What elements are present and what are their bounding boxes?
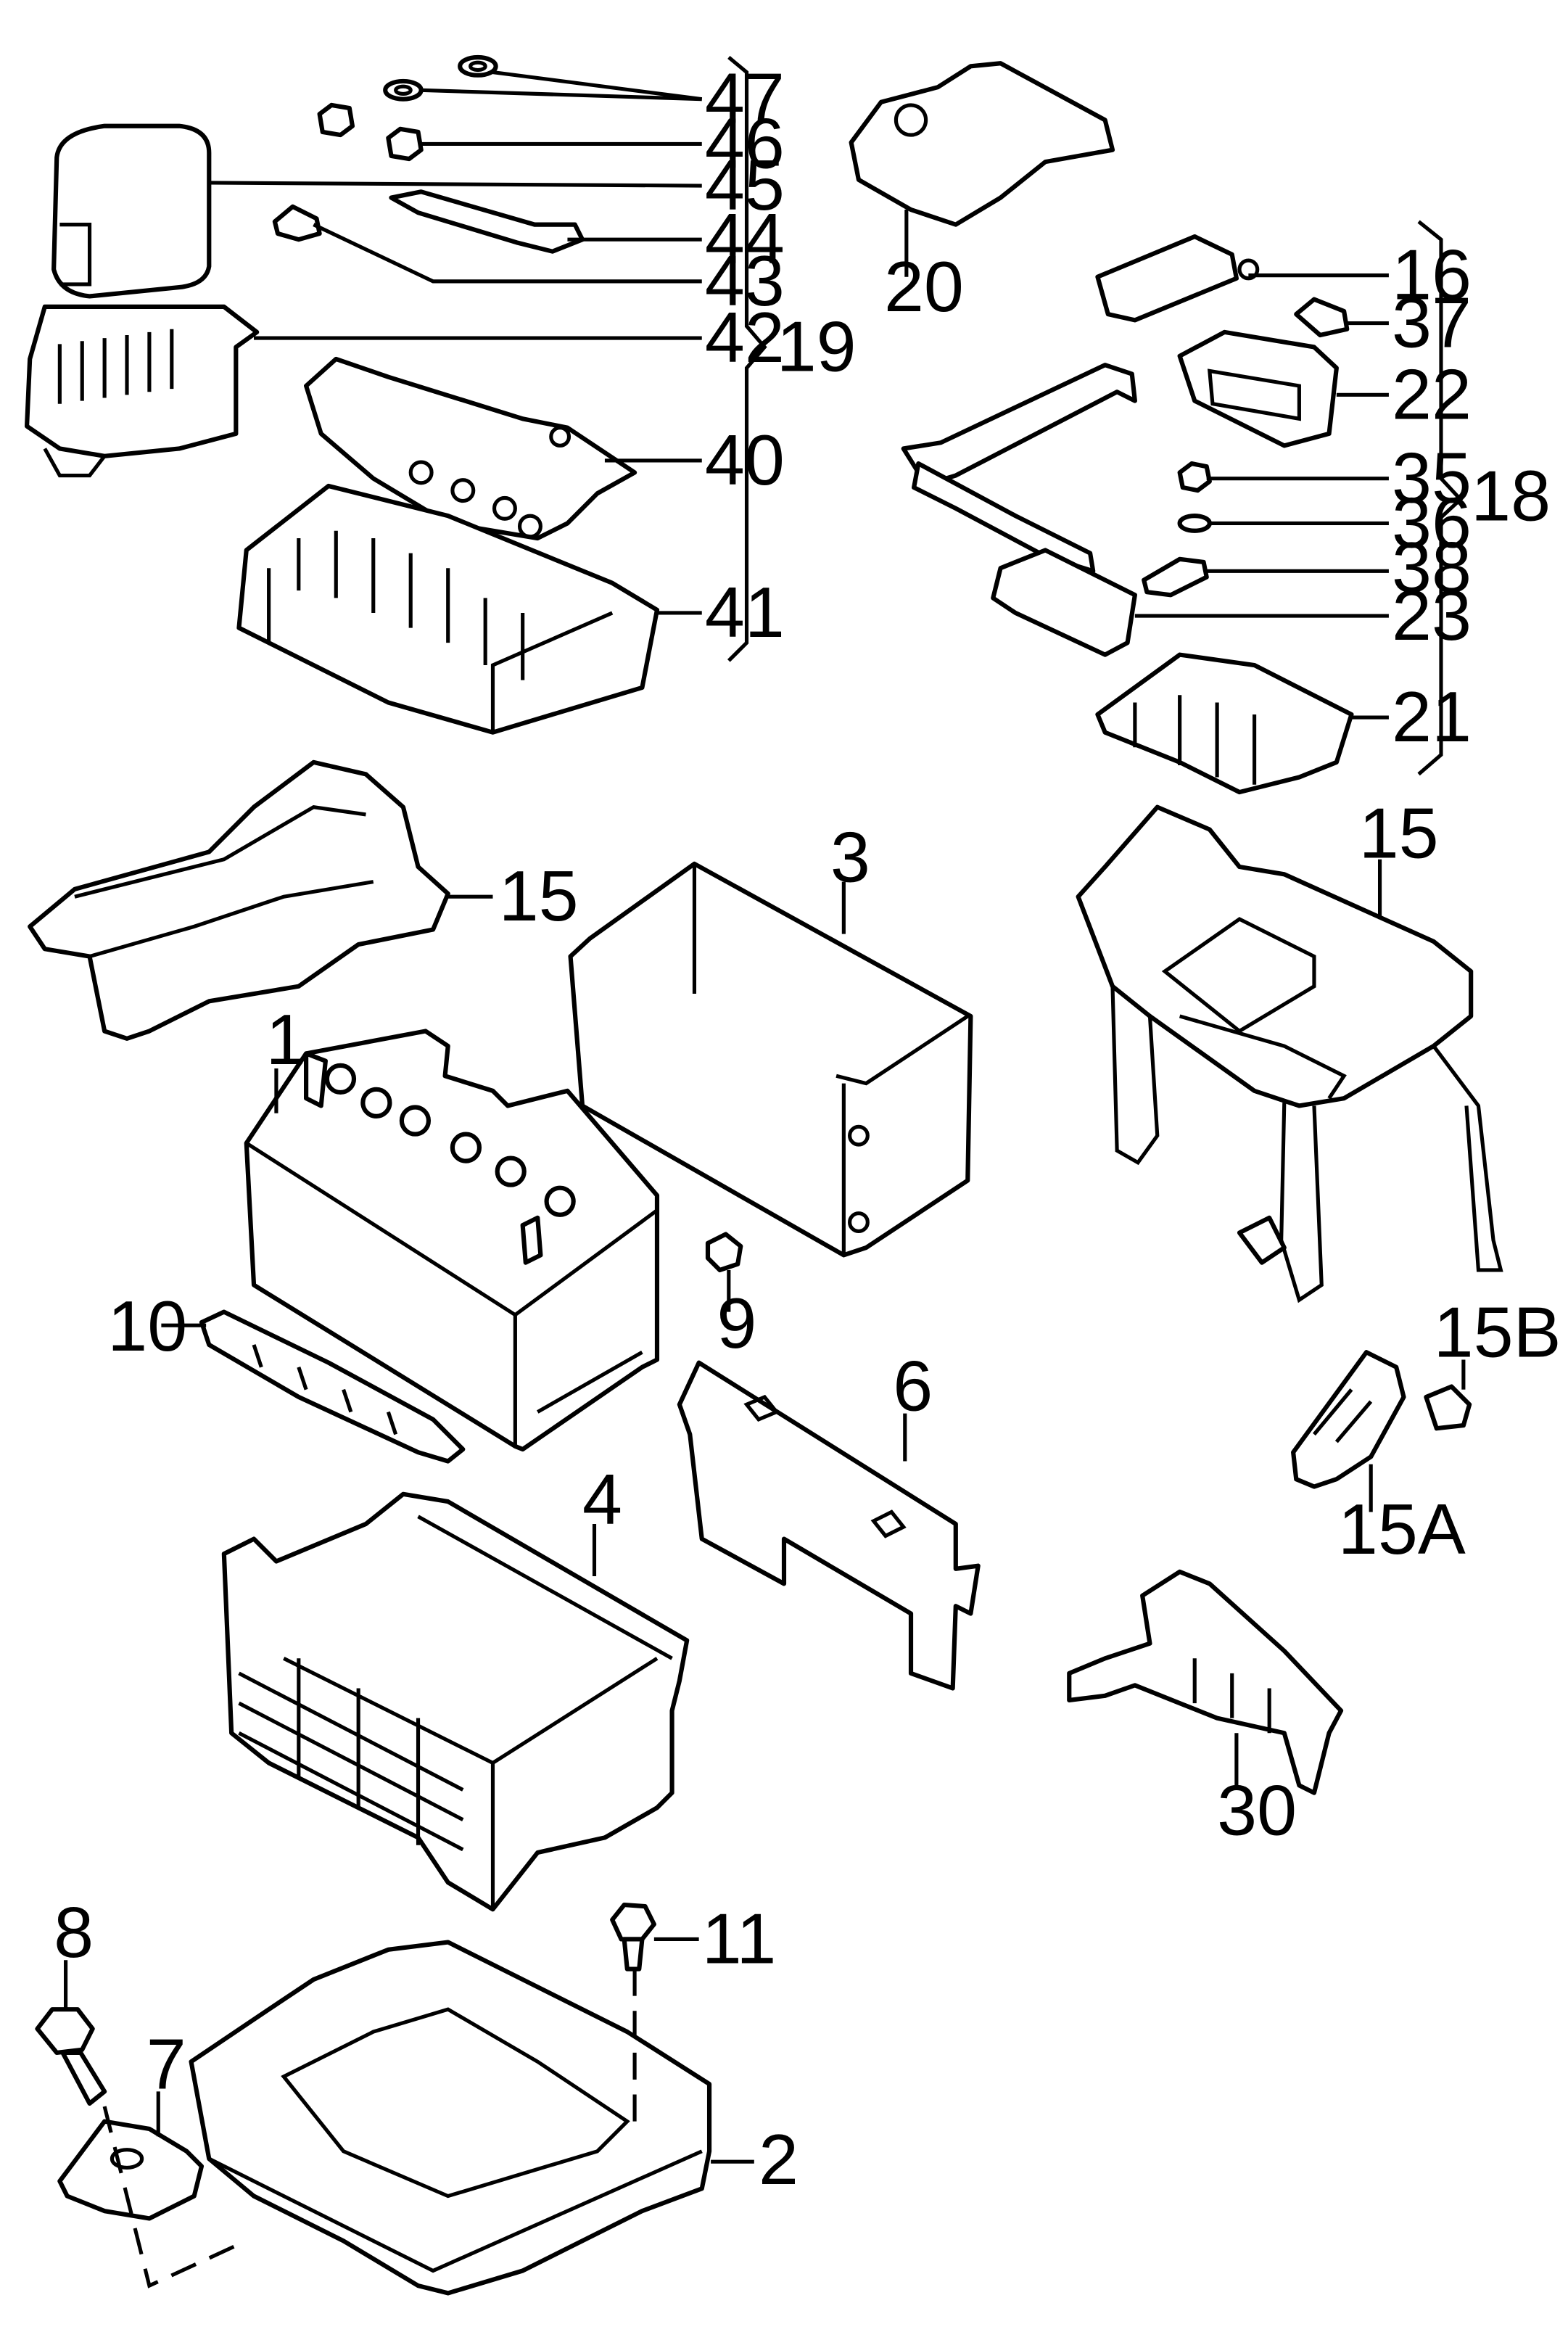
label-37: 37 [1392,282,1472,362]
part-10-mounting-strip [199,1309,466,1464]
label-3: 3 [830,817,870,897]
part-15-battery-tray-frame [1076,804,1503,1303]
part-16-fuse-carrier [1095,234,1260,323]
part-47-washer-2 [383,78,424,102]
part-4-battery-housing [221,1491,690,1912]
label-6: 6 [893,1346,933,1426]
label-44: 44 [705,199,785,279]
label-2: 2 [759,2119,799,2199]
label-4: 4 [582,1459,622,1539]
label-16: 16 [1392,235,1472,315]
part-2-lower-tray [189,1940,712,2296]
part-43-fuse [272,204,322,242]
label-10: 10 [107,1286,187,1366]
label-15-left: 15 [499,856,579,936]
part-1-battery [244,1029,660,1452]
part-8-bolt [35,2007,107,2106]
label-45: 45 [705,145,785,225]
part-9-vent-plug [705,1232,743,1273]
label-40: 40 [705,420,785,500]
part-46-nut [317,102,424,162]
label-23: 23 [1392,575,1472,655]
label-35: 35 [1392,438,1472,518]
label-11: 11 [702,1898,777,1978]
bracket-18 [1417,220,1464,776]
part-20-cover [849,61,1115,227]
label-8: 8 [54,1892,94,1972]
part-11-bolt [610,1902,656,1972]
label-47: 47 [705,59,785,139]
label-41: 41 [705,572,785,652]
label-43: 43 [705,241,785,321]
label-7: 7 [147,2024,186,2104]
part-36-washer [1177,514,1212,533]
label-30: 30 [1217,1770,1297,1850]
part-30-bracket [1067,1569,1344,1795]
part-6-insulation-panel [677,1360,981,1691]
label-42: 42 [705,297,785,377]
part-42-fuse-holder [24,304,260,478]
label-36: 36 [1392,482,1472,562]
part-15B-bolt [1424,1384,1472,1431]
part-44-connector-strip [389,189,585,254]
part-3-insulation-sleeve [568,861,973,1258]
part-15-battery-cover-left [28,759,450,1041]
part-38-connector [1142,556,1209,598]
label-9: 9 [717,1283,756,1363]
label-22: 22 [1392,354,1472,434]
part-23-cable-assembly [901,363,1137,657]
part-15A-holder [1291,1350,1406,1489]
part-41-terminal-box [236,483,660,735]
label-46: 46 [705,103,785,183]
leader-lines [64,70,1466,2288]
part-7-clamp [57,2119,205,2221]
bracket-19 [727,56,767,662]
part-47-washer [458,54,498,78]
label-18: 18 [1471,456,1551,535]
part-21-terminal-block [1095,652,1354,795]
label-15A: 15A [1338,1489,1466,1569]
label-15B: 15B [1434,1292,1561,1372]
part-35-nut [1177,461,1212,493]
label-38: 38 [1392,527,1472,607]
part-40-busbar [304,356,637,541]
label-1: 1 [266,1000,306,1079]
part-45-fuse-cover [51,123,212,299]
label-20: 20 [884,247,964,326]
label-19: 19 [777,306,857,386]
callout-labels: 47 46 45 44 43 42 19 40 41 20 16 37 22 3… [54,59,1561,2199]
label-21: 21 [1392,677,1472,757]
part-37-fuse [1294,297,1350,338]
label-15-right: 15 [1359,794,1439,873]
part-22-fuse-block [1177,329,1339,448]
